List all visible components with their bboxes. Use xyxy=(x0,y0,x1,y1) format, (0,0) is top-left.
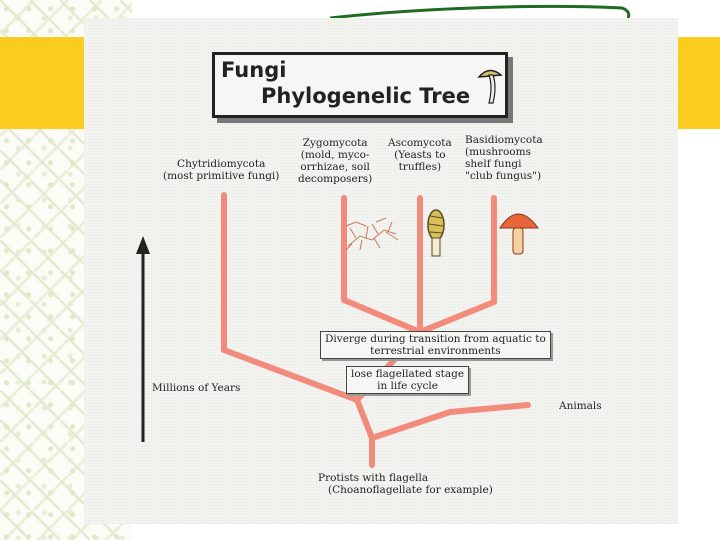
mushroom-logo-icon xyxy=(477,69,503,104)
label-basidiomycota: Basidiomycota (mushrooms shelf fungi "cl… xyxy=(465,134,543,182)
branch-zygomycota xyxy=(341,195,423,335)
branch-chytridiomycota xyxy=(221,192,360,403)
label-animals: Animals xyxy=(559,400,602,412)
mushroom-icon xyxy=(499,213,539,255)
title-box: Fungi Phylogenelic Tree xyxy=(212,52,508,118)
title-phylogenetic-tree: Phylogenelic Tree xyxy=(261,84,471,108)
branch-animals xyxy=(369,402,531,441)
up-arrow-icon xyxy=(136,236,150,442)
label-zygomycota: Zygomycota (mold, myco- orrhizae, soil d… xyxy=(298,137,373,185)
title-fungi: Fungi xyxy=(221,58,287,82)
label-root-protists: Protists with flagella (Choanoflagellate… xyxy=(318,472,493,496)
mold-hyphae-icon xyxy=(345,217,399,251)
branch-basidiomycota xyxy=(417,195,497,335)
morel-icon xyxy=(427,209,445,257)
label-chytridiomycota: Chytridiomycota (most primitive fungi) xyxy=(163,158,280,182)
green-swoosh xyxy=(329,4,631,20)
label-ascomycota: Ascomycota (Yeasts to truffles) xyxy=(388,137,452,173)
annotation-diverge: Diverge during transition from aquatic t… xyxy=(320,331,551,359)
label-millions-of-years: Millions of Years xyxy=(152,382,241,394)
annotation-flagellated: lose flagellated stage in life cycle xyxy=(346,366,470,394)
